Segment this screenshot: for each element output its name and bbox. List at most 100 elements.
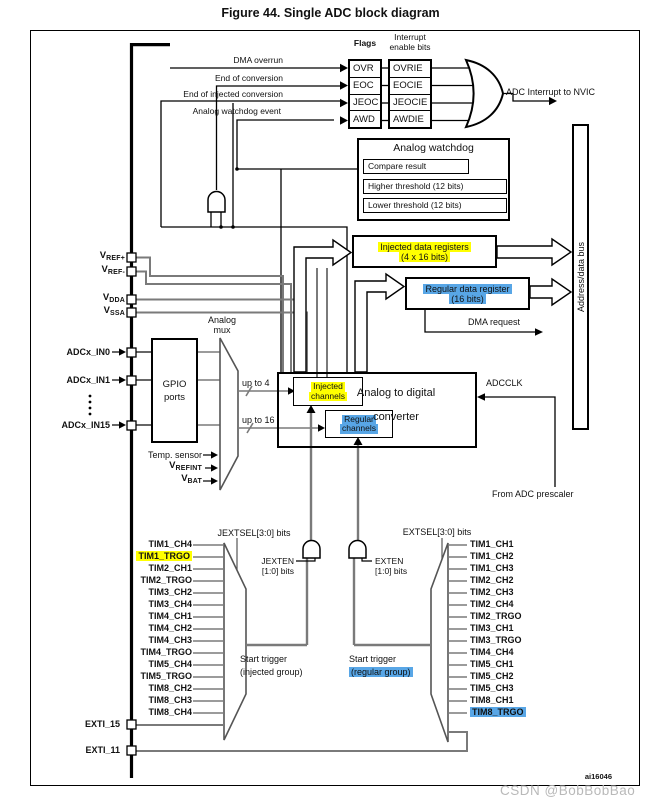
trigger-item-highlighted: TIM1_TRGO <box>136 551 192 561</box>
jextsel-label: JEXTSEL[3:0] bits <box>217 528 291 538</box>
exten-gate <box>348 539 367 559</box>
source-dma-overrun: DMA overrun <box>233 55 283 65</box>
dma-adcclk-arrowheads <box>477 328 543 401</box>
gpio-label-1: GPIO <box>162 378 187 390</box>
analog-mux-label: Analog mux <box>207 315 237 335</box>
trigger-item: TIM1_CH1 <box>470 539 514 549</box>
adcx-in1-label: ADCx_IN1 <box>66 375 110 385</box>
gpio-label-2: ports <box>163 391 186 403</box>
input-ellipsis-dots <box>88 394 92 416</box>
trigger-item: TIM2_CH4 <box>470 599 514 609</box>
trigger-item: TIM8_CH3 <box>148 695 192 705</box>
register-feed-arrows <box>293 238 406 373</box>
figure-id-label: ai16046 <box>584 772 612 781</box>
address-data-bus-label: Address/data bus <box>575 241 586 313</box>
trigger-item: TIM8_CH1 <box>470 695 514 705</box>
trigger-item: TIM4_CH3 <box>148 635 192 645</box>
trigger-item: TIM4_TRGO <box>140 647 192 657</box>
adc-prescaler-label: From ADC prescaler <box>492 489 574 499</box>
junction-dots <box>219 167 239 229</box>
trigger-item: TIM4_CH4 <box>470 647 514 657</box>
regular-channels-label-2: channels <box>339 423 379 434</box>
trigger-item: TIM2_CH2 <box>470 575 514 585</box>
trigger-item: TIM5_CH4 <box>148 659 192 669</box>
and-gate <box>207 190 226 213</box>
adc-converter-name-1: Analog to digital <box>356 387 436 399</box>
injected-channels-label-2: channels <box>308 390 348 401</box>
flag-ovr: OVR <box>353 63 374 75</box>
regular-register-size: (16 bits) <box>449 293 486 304</box>
trigger-item: TIM1_CH3 <box>470 563 514 573</box>
trigger-item: TIM3_CH4 <box>148 599 192 609</box>
interrupt-enable-box: OVRIE EOCIE JEOCIE AWDIE <box>388 59 432 129</box>
source-analog-watchdog-event: Analog watchdog event <box>192 106 281 116</box>
injected-channels-box: Injected channels <box>293 377 363 406</box>
adcclk-label: ADCCLK <box>486 378 523 388</box>
vssa-label: VSSA <box>103 305 125 318</box>
regular-channels-label-1: Regular <box>342 413 376 424</box>
regular-trigger-mux-shape <box>430 542 449 743</box>
trigger-item: TIM8_CH2 <box>148 683 192 693</box>
io-pins <box>126 252 137 756</box>
adcx-in0-label: ADCx_IN0 <box>66 347 110 357</box>
analog-input-wires <box>112 351 211 482</box>
start-trigger-injected-label: Start trigger (injected group) <box>240 654 303 677</box>
enable-ovrie: OVRIE <box>393 63 423 75</box>
analog-watchdog-box: Analog watchdog Compare result Higher th… <box>357 138 510 221</box>
exti11-label: EXTI_11 <box>85 745 120 755</box>
trigger-item: TIM3_CH2 <box>148 587 192 597</box>
trigger-item: TIM3_TRGO <box>470 635 522 645</box>
trigger-item: TIM5_CH3 <box>470 683 514 693</box>
up-to-4-label: up to 4 <box>242 378 270 388</box>
flag-jeoc: JEOC <box>350 93 380 111</box>
flag-arrowheads <box>340 63 557 125</box>
temp-sensor-label: Temp. sensor <box>147 450 202 460</box>
exten-label: EXTEN [1:0] bits <box>375 556 408 576</box>
jexten-gate <box>302 539 321 559</box>
gpio-ports-box: GPIO ports <box>151 338 198 443</box>
adc-converter-name-2: converter <box>373 411 419 423</box>
vrefint-label: VREFINT <box>169 460 202 473</box>
vref-plus-label: VREF+ <box>99 250 125 263</box>
up-to-16-label: up to 16 <box>242 415 275 425</box>
trigger-item: TIM4_CH1 <box>148 611 192 621</box>
trigger-item: TIM2_TRGO <box>140 575 192 585</box>
extsel-label: EXTSEL[3:0] bits <box>402 527 472 537</box>
source-end-of-conversion: End of conversion <box>214 73 283 83</box>
trigger-item: TIM2_TRGO <box>470 611 522 621</box>
trigger-item: TIM3_CH1 <box>470 623 514 633</box>
mux-output-arrowheads <box>288 387 325 432</box>
bus-arrows <box>496 237 573 307</box>
injected-registers-label: Injected data registers <box>378 241 471 252</box>
injected-data-registers-box: Injected data registers (4 x 16 bits) <box>352 235 497 268</box>
trigger-item: TIM4_CH2 <box>148 623 192 633</box>
enable-hooks <box>296 558 372 562</box>
watermark: CSDN @BobBobBao <box>500 783 636 798</box>
compare-result-box: Compare result <box>363 159 469 174</box>
vbat-label: VBAT <box>181 473 202 486</box>
flags-title: Flags <box>353 38 377 48</box>
nvic-label: ADC Interrupt to NVIC <box>506 87 596 97</box>
analog-mux-shape <box>219 337 239 491</box>
trigger-item: TIM1_CH2 <box>470 551 514 561</box>
or-gate <box>464 58 505 129</box>
trigger-item-highlighted: TIM8_TRGO <box>470 707 526 717</box>
vref-minus-label: VREF- <box>101 264 125 277</box>
trigger-item: TIM8_CH4 <box>148 707 192 717</box>
enable-jeocie: JEOCIE <box>390 93 430 111</box>
flag-eoc: EOC <box>350 76 380 94</box>
higher-threshold-box: Higher threshold (12 bits) <box>363 179 507 194</box>
start-trigger-arrowheads <box>306 405 363 445</box>
dma-request-label: DMA request <box>468 317 521 327</box>
trigger-item: TIM1_CH4 <box>148 539 192 549</box>
trigger-item: TIM5_TRGO <box>140 671 192 681</box>
trigger-item: TIM2_CH1 <box>148 563 192 573</box>
input-arrowheads <box>119 348 218 485</box>
injected-registers-size: (4 x 16 bits) <box>398 251 451 262</box>
address-data-bus: Address/data bus <box>572 124 589 430</box>
trigger-item: TIM5_CH2 <box>470 671 514 681</box>
analog-watchdog-title: Analog watchdog <box>393 142 474 154</box>
start-trigger-wires <box>246 413 431 647</box>
